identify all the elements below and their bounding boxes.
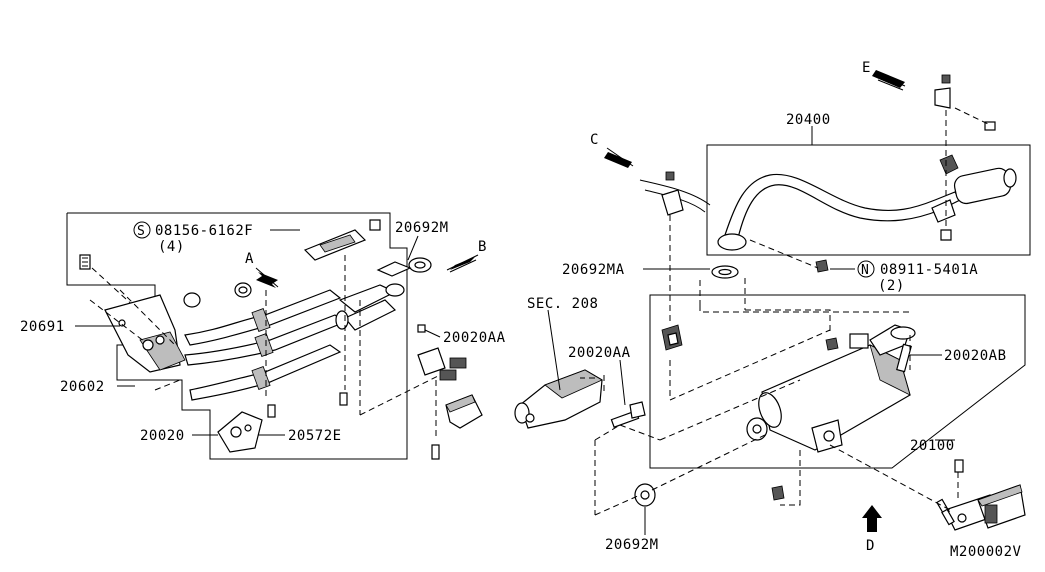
part-number-08911: 08911-5401A — [880, 262, 978, 278]
part-label-08156: S 08156-6162F (4) — [133, 221, 253, 255]
section-reference-208: SEC. 208 — [527, 296, 598, 312]
view-arrow-e — [872, 70, 906, 91]
part-number-08156: 08156-6162F — [155, 223, 253, 239]
view-arrow-b — [446, 254, 479, 273]
part-number-20692ma: 20692MA — [562, 262, 625, 278]
part-number-20020ab: 20020AB — [944, 348, 1007, 364]
hanger-c — [639, 171, 711, 400]
gasket-20692ma — [699, 265, 746, 310]
catalytic-converter — [514, 309, 603, 429]
part-number-20020aa-right: 20020AA — [568, 345, 631, 361]
view-arrow-c — [604, 147, 634, 168]
part-number-20020: 20020 — [140, 428, 185, 444]
view-marker-e: E — [862, 60, 871, 76]
part-number-20602: 20602 — [60, 379, 105, 395]
view-marker-d: D — [866, 538, 875, 554]
part-number-20692m-top: 20692M — [395, 220, 449, 236]
mount-brackets — [417, 347, 483, 429]
rear-hanger-bracket — [936, 459, 1026, 531]
bolt-20020aa — [610, 401, 646, 428]
view-marker-a: A — [245, 251, 254, 267]
dashed-connectors — [580, 305, 951, 516]
hanger-rubber — [661, 324, 683, 351]
leader-lines — [75, 126, 955, 535]
bracket-20020 — [217, 411, 263, 453]
part-number-20572e: 20572E — [288, 428, 342, 444]
front-pipe-group — [66, 212, 483, 460]
clamp-icon — [183, 282, 252, 308]
muffler-group — [649, 294, 1026, 469]
front-tubes — [184, 283, 405, 401]
nut-icon — [749, 239, 829, 273]
view-marker-c: C — [590, 132, 599, 148]
tailpipe-group — [706, 144, 1031, 256]
qty-08911: (2) — [878, 278, 905, 294]
heat-shield-top — [303, 219, 381, 261]
nut-lower — [771, 485, 785, 501]
view-marker-b: B — [478, 239, 487, 255]
circled-n-label: N — [861, 263, 869, 278]
part-number-20100: 20100 — [910, 438, 955, 454]
part-number-20020aa-left: 20020AA — [443, 330, 506, 346]
part-number-20691: 20691 — [20, 319, 65, 335]
circled-s-label: S — [137, 224, 145, 239]
small-bolts — [267, 324, 440, 460]
bolt-icon — [79, 254, 91, 270]
gasket-20692m-bottom — [634, 417, 768, 507]
view-arrow-d — [862, 505, 882, 532]
view-arrow-a — [255, 267, 279, 288]
manifold-catalyst — [104, 294, 186, 373]
qty-08156: (4) — [158, 239, 185, 255]
part-number-20692m-bottom: 20692M — [605, 537, 659, 553]
gasket-icon — [376, 257, 432, 277]
part-label-08911: N 08911-5401A (2) — [857, 260, 978, 294]
diagram-code: M200002V — [950, 544, 1022, 560]
hanger-e — [934, 74, 996, 241]
part-number-20400: 20400 — [786, 112, 831, 128]
